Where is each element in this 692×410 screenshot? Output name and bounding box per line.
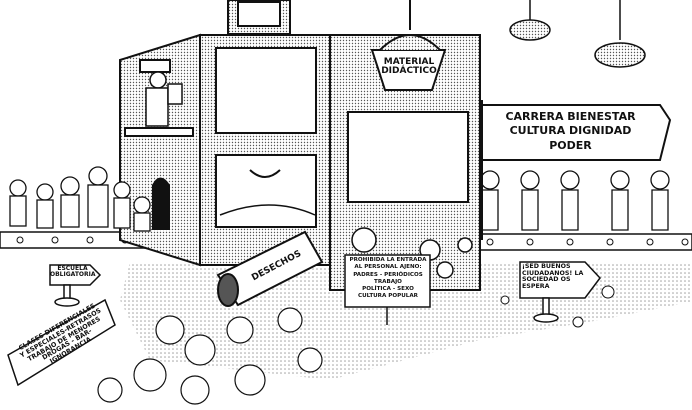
citizens-sign: ¡SED BUENOS CIUDADANOS! LA SOCIEDAD OS E… xyxy=(522,263,590,290)
forbidden-line: TRABAJO xyxy=(374,278,402,285)
forbidden-sign: PROHIBIDA LA ENTRADA AL PERSONAL AJENO: … xyxy=(347,257,429,301)
hanging-baskets xyxy=(509,0,646,68)
teacher-figure xyxy=(145,71,183,127)
rewards-sign: CARRERA BIENESTAR CULTURA DIGNIDAD PODER xyxy=(488,110,653,153)
signposts xyxy=(7,254,601,387)
material-hopper xyxy=(370,0,447,91)
forbidden-line: CULTURA POPULAR xyxy=(358,293,418,300)
forbidden-line: PADRES - PERIÓDICOS xyxy=(353,271,423,278)
school-line2: OBLIGATORIA xyxy=(50,271,96,279)
flowers xyxy=(500,285,615,328)
forbidden-line: PROHIBIDA LA ENTRADA xyxy=(349,257,427,263)
rejected-crowd xyxy=(97,307,323,405)
citizens-line: ¡SED BUENOS xyxy=(522,263,571,270)
forbidden-line: AL PERSONAL AJENO: xyxy=(354,264,422,271)
forbidden-line: POLÍTICA - SEXO xyxy=(362,286,414,293)
rewards-line3: PODER xyxy=(549,138,592,152)
school-line1: ESCUELA xyxy=(57,265,88,272)
rewards-banner xyxy=(481,100,672,240)
children-queue xyxy=(9,166,151,232)
rewards-line2: CULTURA DIGNIDAD xyxy=(509,124,632,138)
citizens-line: ESPERA xyxy=(522,282,550,290)
entry-door xyxy=(152,177,170,230)
conveyor-belt-right xyxy=(474,233,692,251)
material-line1: MATERIAL xyxy=(383,57,435,67)
citizens-line: SOCIEDAD OS xyxy=(522,276,571,284)
material-sign: MATERIAL DIDÁCTICO xyxy=(378,57,440,77)
gears xyxy=(351,227,473,279)
graduates-queue xyxy=(480,170,670,231)
citizens-line: CIUDADANOS! LA xyxy=(522,269,584,277)
material-line2: DIDÁCTICO xyxy=(381,66,437,77)
waste-pipe xyxy=(216,230,324,307)
school-sign: ESCUELA OBLIGATORIA xyxy=(50,265,96,279)
rewards-line1: CARRERA BIENESTAR xyxy=(505,110,636,123)
